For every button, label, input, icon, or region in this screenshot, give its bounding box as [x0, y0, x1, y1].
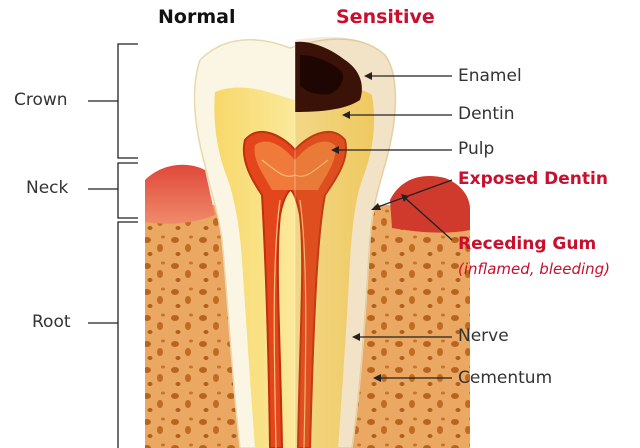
nerve-lines — [261, 159, 329, 448]
sensitive-half-tint — [295, 36, 396, 448]
root-bracket — [88, 221, 138, 448]
neck-bracket — [88, 162, 138, 219]
cavity-inner — [300, 55, 343, 95]
label-dentin: Dentin — [458, 104, 515, 124]
label-exposed-dentin: Exposed Dentin — [458, 169, 608, 189]
gum-receding — [390, 176, 470, 233]
label-receding-gum-note: (inflamed, bleeding) — [458, 260, 611, 278]
header-sensitive: Sensitive — [336, 6, 435, 28]
header-normal: Normal — [158, 6, 236, 28]
crown-bracket — [88, 43, 138, 159]
label-receding-gum: Receding Gum — [458, 234, 597, 254]
label-cementum: Cementum — [458, 368, 553, 388]
pulp-chamber — [242, 130, 347, 448]
label-pulp: Pulp — [458, 139, 495, 159]
label-crown: Crown — [14, 90, 68, 110]
label-enamel: Enamel — [458, 66, 522, 86]
gum-normal — [145, 164, 215, 224]
label-neck: Neck — [26, 178, 69, 198]
label-nerve: Nerve — [458, 326, 509, 346]
pointer-arrowheads — [331, 72, 409, 382]
label-root: Root — [32, 312, 71, 332]
pointer-lines — [335, 75, 453, 379]
